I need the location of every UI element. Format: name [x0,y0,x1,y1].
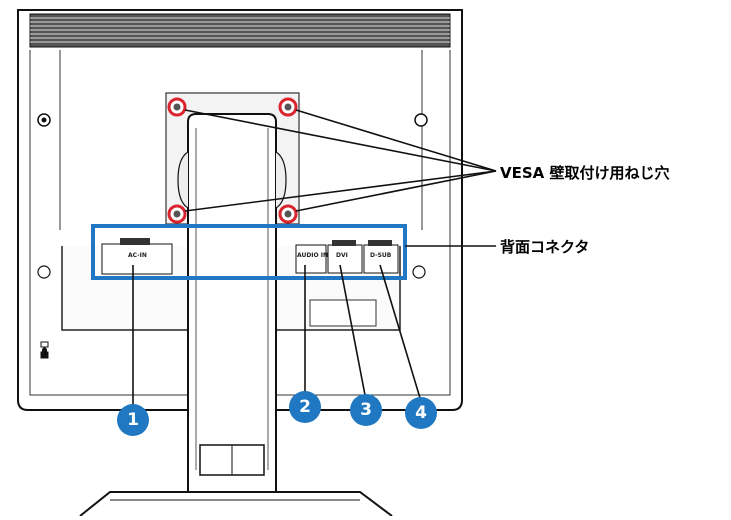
lock-slot [40,341,49,348]
port-label-d-sub: D-SUB [370,252,392,259]
vesa-screw-bottom-right [278,204,298,224]
connector-dvi-socket [332,240,356,246]
connector-acin-block [101,243,173,275]
port-label-audio-in: AUDIO IN [297,252,328,259]
stand-neck [187,113,277,517]
hinge-right [275,151,287,209]
vesa-screw-bottom-left [167,204,187,224]
badge-leader-lines [132,264,421,405]
port-label-ac-in: AC-IN [128,252,147,259]
badge-1: 1 [117,404,149,436]
connector-acin-socket [120,238,150,245]
vesa-leader-lines [184,109,497,212]
vesa-screw-top-right [278,97,298,117]
stand-base [79,491,393,517]
hinge-left [177,151,189,209]
side-screw-top-left [37,113,51,127]
connector-dvi-block [327,244,363,274]
grille-slats [30,17,450,43]
connector-dsub-socket [368,240,392,246]
side-hole-bottom-right [412,265,426,279]
rear-connector-highlight-box [91,224,407,280]
rear-connectors-label: 背面コネクタ [500,238,590,256]
port-label-dvi: DVI [336,252,348,259]
badge-3: 3 [350,394,382,426]
badge-2: 2 [289,391,321,423]
badge-4: 4 [405,397,437,429]
label-plate [309,299,377,327]
lock-icon [40,347,49,359]
side-hole-bottom-left [37,265,51,279]
connector-audio-block [295,244,327,274]
side-screw-top-right [414,113,428,127]
vesa-screw-top-left [167,97,187,117]
vesa-mount-holes-label: VESA 壁取付け用ねじ穴 [500,164,670,182]
